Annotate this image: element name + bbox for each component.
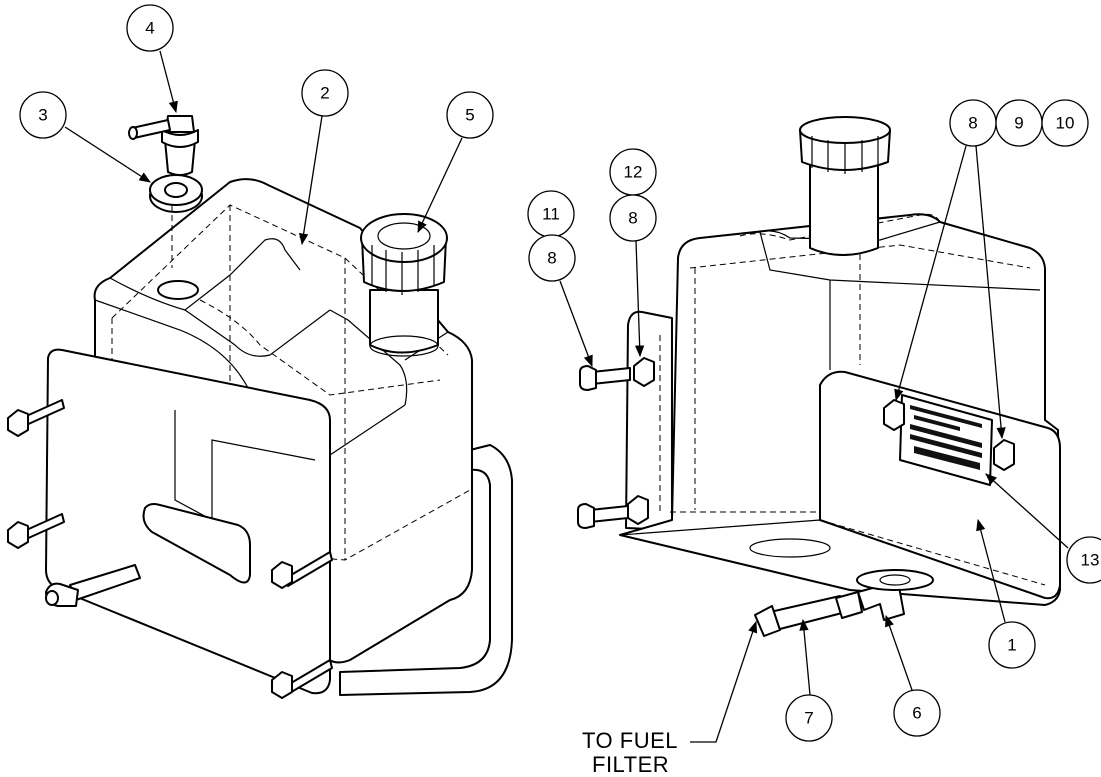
plate-bolt-right bbox=[993, 439, 1015, 471]
bolt-left-1 bbox=[7, 399, 65, 437]
callout-bubble-10 bbox=[1041, 99, 1089, 147]
rear-bracket-right bbox=[625, 310, 673, 531]
callout-4: 4 bbox=[145, 19, 154, 38]
filler-neck-right bbox=[809, 159, 879, 256]
plate-bolt-left bbox=[883, 399, 905, 431]
drain-hole bbox=[749, 538, 831, 558]
callout-11: 11 bbox=[542, 205, 560, 224]
fuel-cap-left bbox=[360, 213, 448, 295]
filler-neck bbox=[369, 289, 439, 354]
left-view-tank-assembly bbox=[7, 115, 513, 699]
fuel-filter-note-line2: FILTER bbox=[592, 752, 669, 777]
callout-8c: 8 bbox=[968, 114, 977, 133]
bracket-slot bbox=[142, 503, 251, 584]
outlet-hose-left bbox=[45, 564, 141, 607]
callout-bubble-8a bbox=[528, 234, 576, 282]
bolt-left-2 bbox=[7, 513, 65, 549]
callout-bubble-1 bbox=[988, 621, 1036, 669]
callout-bubble-3 bbox=[19, 91, 67, 139]
data-plate bbox=[899, 394, 993, 486]
vent-fitting-4 bbox=[128, 115, 199, 176]
callout-5: 5 bbox=[465, 106, 474, 125]
fuel-filter-note-line1: TO FUEL bbox=[582, 728, 678, 753]
rear-bracket bbox=[339, 444, 513, 696]
callout-bubble-13 bbox=[1066, 536, 1101, 584]
bolt-left-3 bbox=[271, 551, 333, 589]
callout-2: 2 bbox=[320, 84, 329, 103]
callout-12: 12 bbox=[624, 163, 643, 182]
callout-8b: 8 bbox=[628, 209, 637, 228]
callout-13: 13 bbox=[1081, 551, 1100, 570]
callout-8a: 8 bbox=[547, 249, 556, 268]
callout-bubble-7 bbox=[785, 694, 833, 742]
fuel-cap-right bbox=[799, 116, 891, 174]
callout-1: 1 bbox=[1007, 636, 1016, 655]
bolt-right-2 bbox=[577, 495, 649, 529]
callout-7: 7 bbox=[804, 709, 813, 728]
callout-bubble-5 bbox=[446, 91, 494, 139]
callout-bubble-4 bbox=[126, 4, 174, 52]
grommet-3 bbox=[149, 174, 203, 268]
elbow-fitting bbox=[856, 569, 934, 621]
bolt-right-1 bbox=[579, 357, 655, 391]
callout-9: 9 bbox=[1014, 114, 1023, 133]
callout-bubble-8b bbox=[609, 194, 657, 242]
bolt-left-4 bbox=[271, 659, 333, 699]
callout-10: 10 bbox=[1056, 114, 1075, 133]
callout-3: 3 bbox=[38, 106, 47, 125]
callouts: 4 3 2 5 11 8 12 8 8 9 10 bbox=[19, 4, 1101, 777]
callout-6: 6 bbox=[912, 704, 921, 723]
callout-bubble-2 bbox=[301, 69, 349, 117]
fuel-outlet-hose bbox=[754, 591, 863, 637]
callout-bubble-6 bbox=[893, 689, 941, 737]
filler-hole bbox=[157, 280, 199, 300]
